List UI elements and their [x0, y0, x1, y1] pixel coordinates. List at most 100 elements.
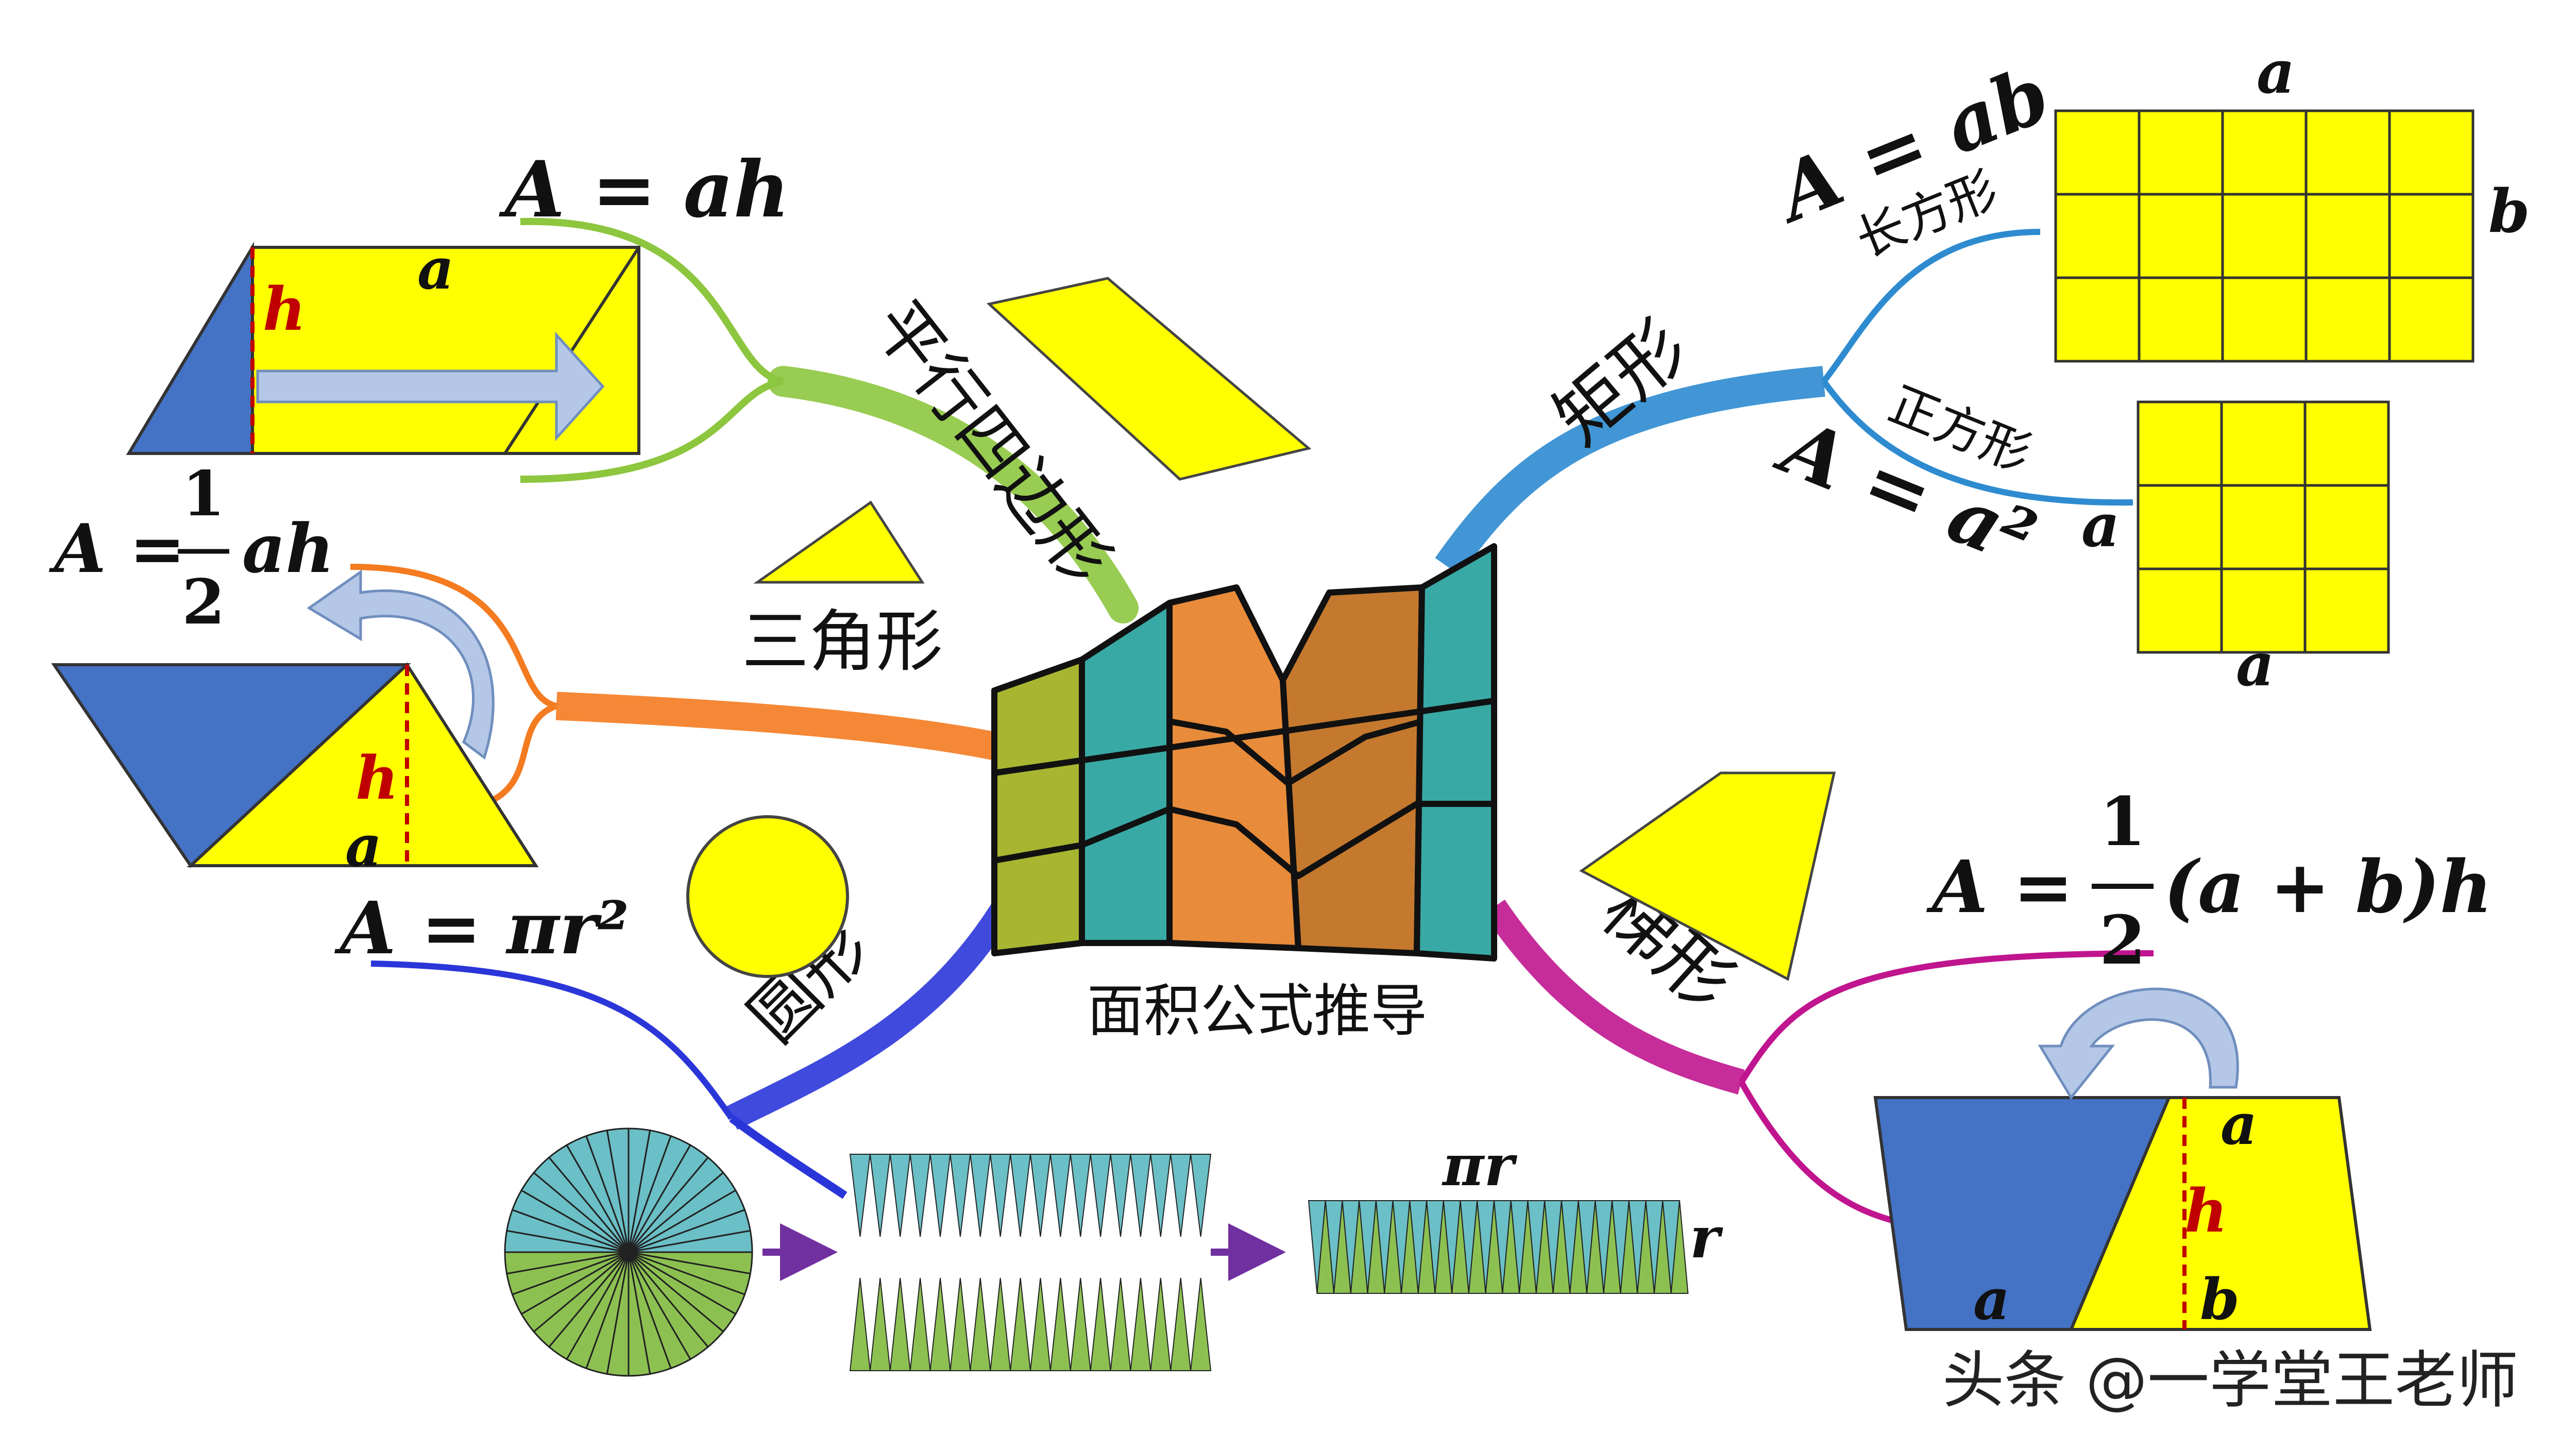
trapezoid-formula-rhs: (a + b)h [2164, 845, 2493, 930]
strip-sector-bottom [929, 1277, 951, 1371]
triangle-formula-lhs: A = [48, 509, 185, 588]
center-book-icon [991, 543, 1497, 962]
watermark: 头条 @一学堂王老师 [1942, 1345, 2518, 1417]
parallelogram-var-h: h [263, 275, 306, 344]
square-grid-cell [2303, 567, 2390, 654]
rectangle-grid-cell [2054, 109, 2141, 196]
rectangle-grid-cell [2054, 193, 2141, 279]
wheel-sector [606, 1127, 630, 1253]
circle-var-pir: πr [1442, 1132, 1518, 1199]
strip-sector-top [1090, 1154, 1111, 1237]
strip-sector-top [1110, 1154, 1131, 1237]
rectangle-grid-cell [2221, 193, 2308, 279]
strip-sector-bottom [1070, 1277, 1091, 1371]
circle-rearranged-strip [1308, 1200, 1689, 1294]
strip-sector-top [1009, 1154, 1031, 1237]
trapezoid-var-a-top: a [2221, 1091, 2257, 1157]
branch-triangle [350, 564, 1003, 807]
rectangle-grid-cell [2304, 193, 2391, 279]
square-grid-cell [2220, 567, 2307, 654]
rectangle-grid-cell [2221, 109, 2308, 196]
triangle-shape [753, 500, 925, 584]
trapezoid-frac-num: 1 [2099, 782, 2146, 861]
trapezoid-shape [1579, 771, 1836, 981]
strip-sector-bottom [1090, 1277, 1111, 1371]
circle-sector-wheel [504, 1127, 753, 1377]
rectangle-grid-cell [2138, 193, 2224, 279]
square-grid-cell [2137, 400, 2223, 487]
rectangle-grid-cell [2221, 276, 2308, 363]
center-title: 面积公式推导 [1087, 978, 1427, 1044]
strip-sector-top [1049, 1154, 1071, 1237]
strip-sector-bottom [869, 1277, 891, 1371]
strip-sector-bottom [1029, 1277, 1052, 1371]
rectangle-grid-cell [2388, 276, 2475, 363]
strip-sector-top [970, 1154, 991, 1237]
strip-sector-bottom [1150, 1277, 1172, 1371]
circle-var-r: r [1690, 1204, 1723, 1271]
rectangle-var-b: b [2488, 177, 2530, 246]
square-grid-cell [2220, 484, 2307, 570]
circle-formula: A = πr² [334, 886, 629, 971]
strip-sector-bottom [849, 1277, 871, 1371]
square-var-a-side: a [2081, 491, 2120, 561]
parallelogram-formula: A = ah [499, 144, 790, 235]
strip-sector-top [990, 1154, 1011, 1237]
strip-sector-top [950, 1154, 971, 1237]
triangle-var-a: a [345, 813, 382, 879]
strip-sector-bottom [889, 1277, 911, 1371]
circle-split-strips [849, 1154, 1212, 1371]
rectangle-var-a: a [2257, 38, 2295, 107]
square-grid [2137, 400, 2390, 654]
parallelogram-diagram [126, 242, 640, 455]
strip-sector-top [909, 1154, 931, 1237]
strip-sector-bottom [909, 1277, 931, 1371]
strip-sector-bottom [970, 1277, 991, 1371]
parallelogram-var-a: a [417, 235, 454, 302]
strip-sector-top [1170, 1154, 1192, 1237]
square-grid-cell [2220, 400, 2307, 487]
rearranged-sector-bottom [1670, 1200, 1689, 1294]
parallelogram-shape [986, 277, 1312, 481]
branch-parallelogram [520, 217, 1139, 624]
strip-sector-top [1150, 1154, 1172, 1237]
square-grid-cell [2303, 484, 2390, 570]
strip-sector-bottom [990, 1277, 1011, 1371]
strip-sector-top [849, 1154, 871, 1237]
strip-sector-top [1029, 1154, 1052, 1237]
strip-sector-bottom [950, 1277, 971, 1371]
triangle-frac-den: 2 [182, 566, 225, 638]
triangle-diagram [51, 569, 539, 868]
trapezoid-var-b: b [2200, 1266, 2240, 1333]
rectangle-grid-cell [2138, 276, 2224, 363]
trapezoid-frac-den: 2 [2099, 901, 2146, 980]
rectangle-grid-cell [2304, 109, 2391, 196]
trapezoid-diagram [1873, 987, 2372, 1331]
strip-sector-bottom [1049, 1277, 1071, 1371]
strip-sector-top [889, 1154, 911, 1237]
strip-sector-bottom [1009, 1277, 1031, 1371]
strip-sector-top [1190, 1154, 1212, 1237]
rectangle-grid-cell [2054, 276, 2141, 363]
triangle-frac-num: 1 [182, 458, 225, 530]
branch-rectangle [1435, 229, 2133, 576]
trapezoid-var-h: h [2184, 1176, 2228, 1246]
triangle-var-h: h [355, 744, 399, 813]
trapezoid-formula-lhs: A = [1926, 845, 2074, 930]
strip-sector-bottom [1190, 1277, 1212, 1371]
strip-sector-bottom [1170, 1277, 1192, 1371]
branch-trapezoid [1483, 899, 2154, 1224]
rectangle-grid-cell [2388, 193, 2475, 279]
strip-sector-bottom [1110, 1277, 1131, 1371]
square-grid-cell [2303, 400, 2390, 487]
strip-sector-top [1130, 1154, 1151, 1237]
square-grid-cell [2137, 567, 2223, 654]
strip-sector-top [1070, 1154, 1091, 1237]
square-var-a-bottom: a [2236, 630, 2275, 700]
rectangle-grid [2054, 109, 2475, 363]
triangle-formula-rhs: ah [242, 509, 334, 588]
square-grid-cell [2137, 484, 2223, 570]
branch-label-triangle: 三角形 [742, 602, 943, 681]
rectangle-grid-cell [2304, 276, 2391, 363]
